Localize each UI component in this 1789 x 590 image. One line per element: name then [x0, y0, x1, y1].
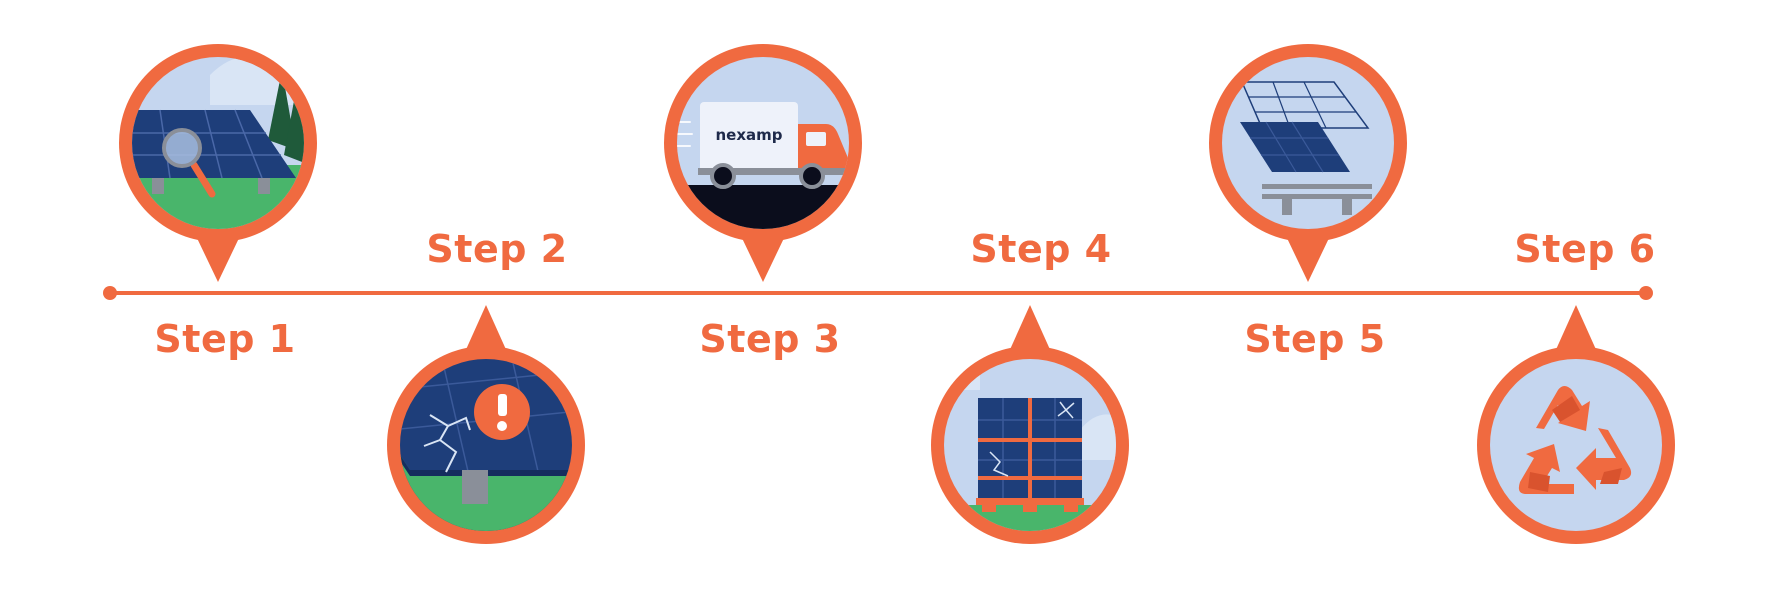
recycle-icon [1490, 359, 1662, 531]
step-1-label: Step 1 [154, 317, 295, 361]
timeline-line [103, 286, 1653, 300]
step-6-marker [1477, 305, 1675, 544]
step-2-marker [387, 305, 585, 544]
step-1-marker: Step 1 [119, 44, 317, 361]
step-4-label: Step 4 [970, 227, 1111, 271]
step-2-label: Step 2 [426, 227, 567, 271]
step-4-marker [931, 305, 1129, 544]
panel-disassembly-icon [1222, 57, 1394, 229]
step-3-marker: nexamp Step 3 [664, 44, 862, 361]
step-3-label: Step 3 [699, 317, 840, 361]
truck-brand-logo: nexamp [715, 126, 782, 144]
step-6-label: Step 6 [1514, 227, 1655, 271]
step-5-marker: Step 5 [1209, 44, 1407, 361]
step-5-label: Step 5 [1244, 317, 1385, 361]
packed-panels-pallet-icon [944, 359, 1116, 531]
